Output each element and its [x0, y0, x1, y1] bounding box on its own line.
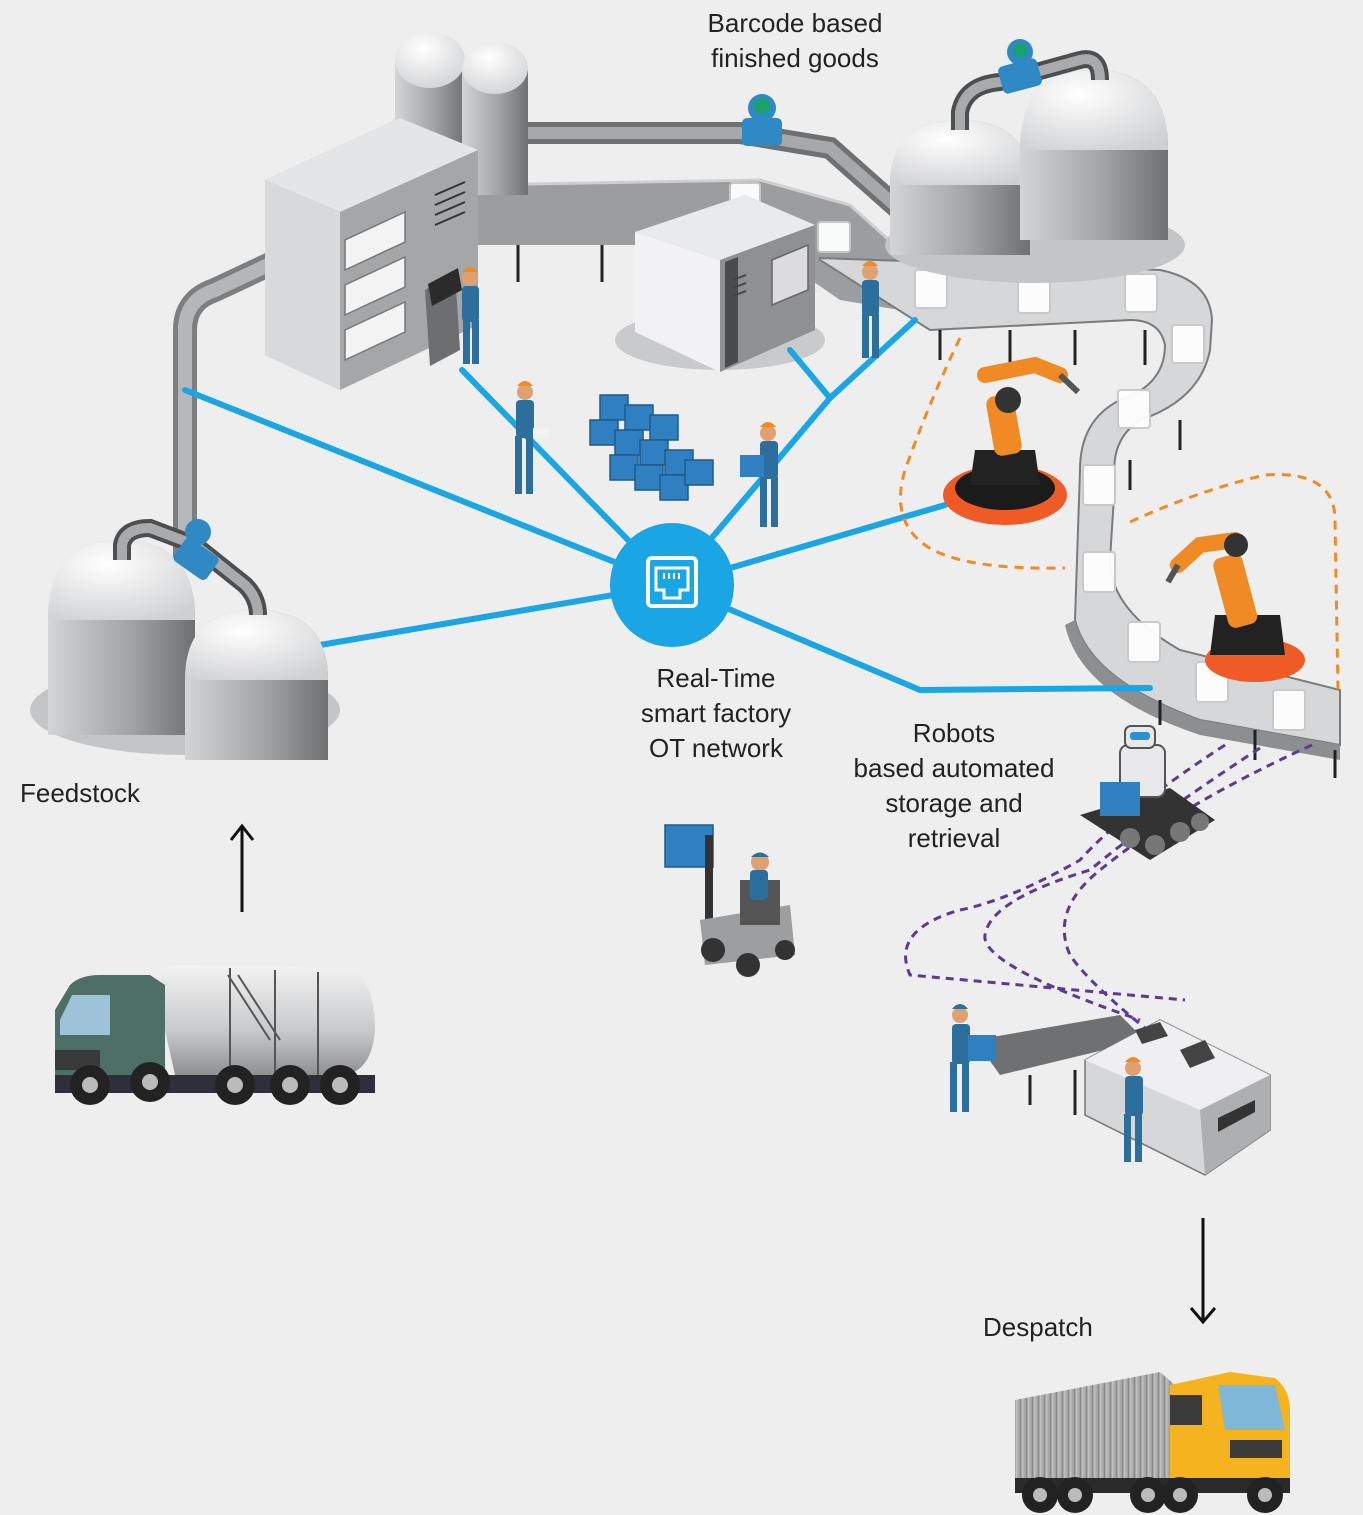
worker — [950, 1004, 996, 1112]
factory-pipes — [173, 122, 908, 560]
despatch-label: Despatch — [983, 1312, 1093, 1342]
feedstock-label: Feedstock — [20, 778, 140, 808]
worker — [1124, 1057, 1143, 1162]
container-truck — [1015, 1372, 1290, 1513]
finished-goods-silos — [885, 50, 1185, 283]
barcode-label: Barcode based finished goods — [670, 6, 920, 76]
process-unit — [615, 195, 825, 372]
robots-label: Robots based automated storage and retri… — [824, 716, 1084, 856]
robots-label-line3: storage and — [885, 788, 1023, 818]
robots-label-line4: retrieval — [907, 823, 1001, 853]
worker — [515, 381, 549, 494]
robot-arm-1 — [943, 356, 1081, 525]
robots-label-line2: based automated — [853, 753, 1055, 783]
forklift — [664, 824, 795, 977]
top-silos — [395, 32, 528, 195]
network-label-line3: OT network — [649, 733, 783, 763]
blue-crates — [589, 394, 714, 501]
barcode-label-line2: finished goods — [711, 43, 879, 73]
worker — [462, 267, 479, 364]
network-label: Real-Time smart factory OT network — [606, 661, 826, 766]
network-label-line1: Real-Time — [656, 663, 776, 693]
barcode-label-line1: Barcode based — [707, 8, 883, 38]
network-label-line2: smart factory — [640, 698, 792, 728]
feedstock-silos — [30, 518, 340, 760]
flow-meter-icon — [173, 519, 219, 580]
arrow-up-icon — [229, 823, 255, 912]
robots-label-line1: Robots — [912, 718, 996, 748]
worker — [862, 261, 879, 358]
flow-meter-icon — [742, 94, 782, 146]
robot-arm-2 — [1165, 532, 1305, 682]
storage-retrieval-robot — [1080, 725, 1215, 860]
ethernet-port-icon — [610, 523, 734, 647]
factory-building — [265, 118, 478, 390]
storage-paths — [904, 743, 1313, 1042]
worker — [740, 422, 778, 527]
tanker-truck — [55, 965, 375, 1105]
arrow-down-icon — [1189, 1218, 1217, 1325]
flow-meter-icon — [998, 39, 1042, 94]
packing-station — [975, 1015, 1271, 1176]
robot-zone-outline — [899, 337, 1340, 691]
